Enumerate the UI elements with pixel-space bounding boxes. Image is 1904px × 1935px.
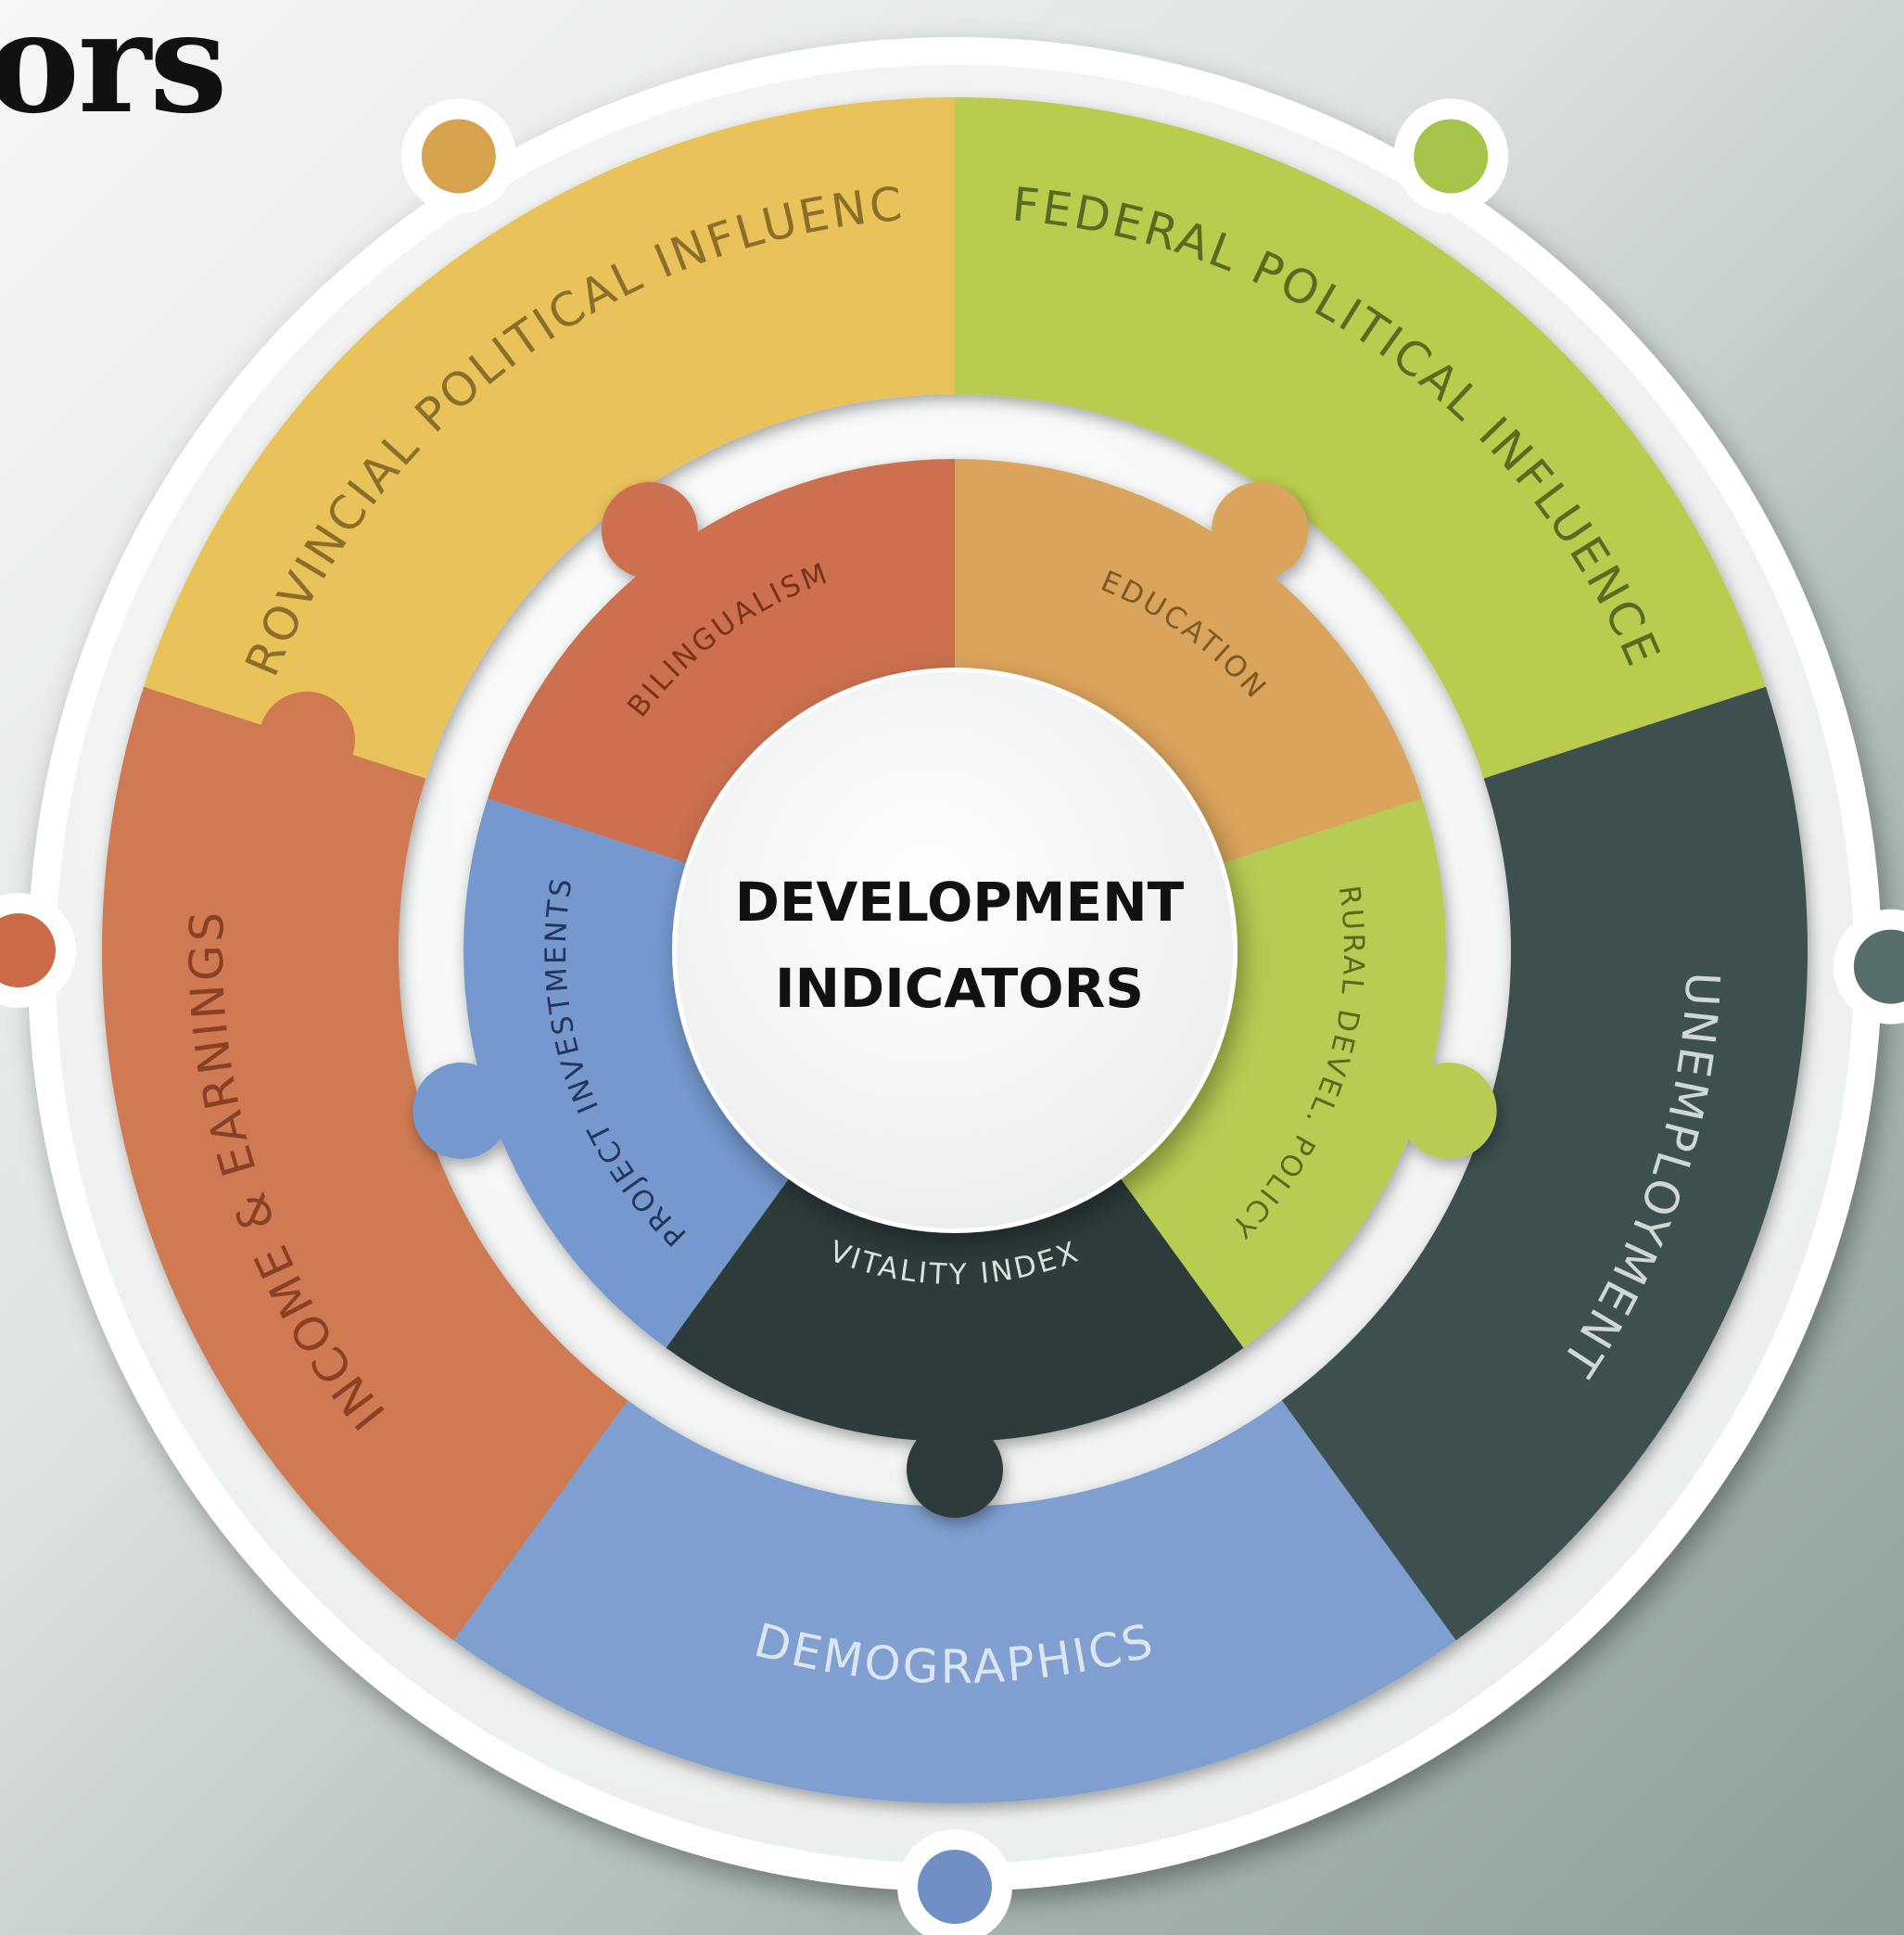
center-title-line2: INDICATORS — [775, 957, 1144, 1020]
inner-segment-0 — [487, 459, 955, 868]
outer-knob-4 — [258, 691, 355, 788]
outer-segment-1 — [955, 97, 1766, 779]
marker-orange — [421, 119, 496, 194]
marker-blue — [918, 1850, 992, 1924]
center-circle-face — [677, 672, 1233, 1228]
inner-segment-3 — [666, 1167, 1244, 1442]
outer-segment-4 — [102, 686, 628, 1641]
inner-segment-1 — [955, 459, 1423, 868]
inner-segment-2 — [1112, 798, 1446, 1348]
page-title-fragment: ors — [0, 0, 228, 145]
inner-knob-1 — [1212, 481, 1309, 579]
center-title-line1: DEVELOPMENT — [735, 871, 1185, 934]
outer-segment-2 — [1281, 686, 1809, 1641]
inner-knob-3 — [907, 1421, 1003, 1518]
inner-knob-2 — [1400, 1063, 1497, 1160]
inner-segment-4 — [463, 798, 797, 1348]
outer-segment-0 — [144, 97, 955, 779]
inner-knob-4 — [413, 1063, 510, 1160]
marker-slate — [1853, 929, 1904, 1004]
inner-knob-0 — [601, 481, 698, 579]
marker-green — [1414, 119, 1489, 194]
outer-segment-3 — [453, 1400, 1456, 1803]
marker-red — [0, 913, 56, 987]
